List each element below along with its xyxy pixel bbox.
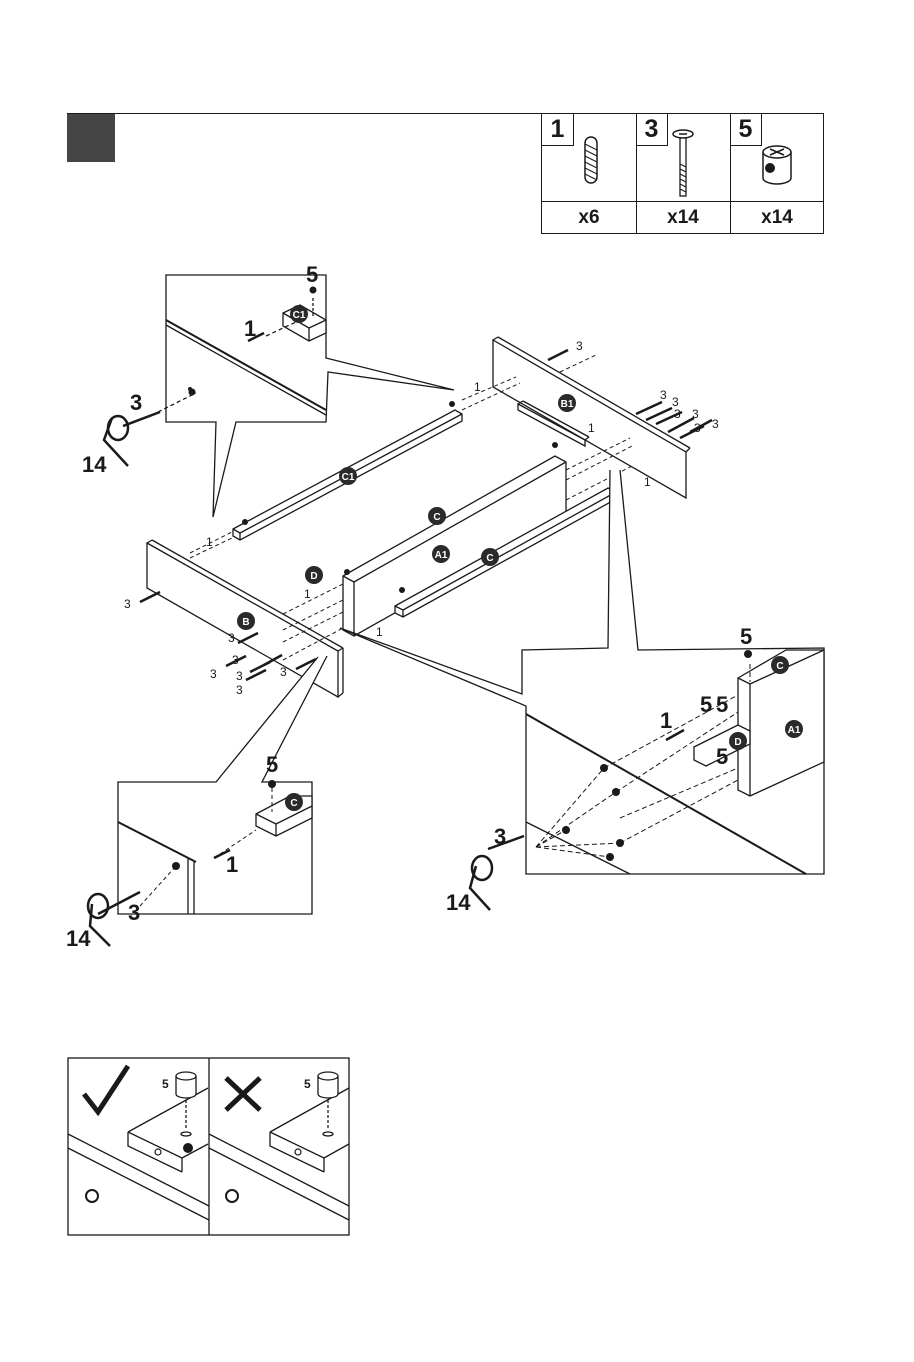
main-label-1: 1 [304, 587, 311, 601]
main-label-3: 3 [228, 631, 235, 645]
callout-part-5: 5 [266, 752, 278, 777]
label-c1-callout: C1 [293, 310, 306, 321]
main-label-3: 3 [674, 407, 681, 421]
main-label-3: 3 [576, 339, 583, 353]
callout-tool-14: 14 [82, 452, 107, 477]
main-label-1: 1 [644, 475, 651, 489]
callout-part-3: 3 [130, 390, 142, 415]
label-b1: B1 [561, 399, 574, 410]
label-a1: A1 [435, 550, 448, 561]
main-label-1: 1 [376, 625, 383, 639]
label-d-callout: D [734, 737, 741, 748]
callout-part-5: 5 [306, 262, 318, 287]
label-c-rail: C [486, 553, 493, 564]
callout-part-1: 1 [660, 708, 672, 733]
label-a1-callout: A1 [788, 725, 801, 736]
main-label-3: 3 [280, 665, 287, 679]
callout-part-3: 3 [494, 824, 506, 849]
main-label-1: 1 [588, 421, 595, 435]
label-b: B [242, 617, 249, 628]
callout-part-5: 5 [716, 744, 728, 769]
main-label-3: 3 [236, 683, 243, 697]
callout-tool-14: 14 [66, 926, 91, 951]
callout-part-1: 1 [244, 316, 256, 341]
main-label-3: 3 [124, 597, 131, 611]
callout-part-5: 5 [716, 692, 728, 717]
wrong-part-5: 5 [304, 1077, 311, 1091]
panel-c [343, 456, 566, 636]
main-label-3: 3 [694, 421, 701, 435]
main-label-3: 3 [236, 669, 243, 683]
callout-part-1: 1 [226, 852, 238, 877]
main-label-3: 3 [692, 407, 699, 421]
main-label-1: 1 [474, 380, 481, 394]
main-label-3: 3 [210, 667, 217, 681]
main-label-3: 3 [232, 653, 239, 667]
label-c-callout-right: C [776, 661, 783, 672]
callout-part-5: 5 [740, 624, 752, 649]
callout-part-5: 5 [700, 692, 712, 717]
main-label-1: 1 [206, 535, 213, 549]
label-c-callout-left: C [290, 798, 297, 809]
callout-part-3: 3 [128, 900, 140, 925]
callout-tool-14: 14 [446, 890, 471, 915]
main-label-3: 3 [660, 388, 667, 402]
check-part-5: 5 [162, 1077, 169, 1091]
label-c1: C1 [342, 472, 355, 483]
label-d: D [310, 571, 317, 582]
label-c: C [433, 512, 440, 523]
main-label-3: 3 [712, 417, 719, 431]
